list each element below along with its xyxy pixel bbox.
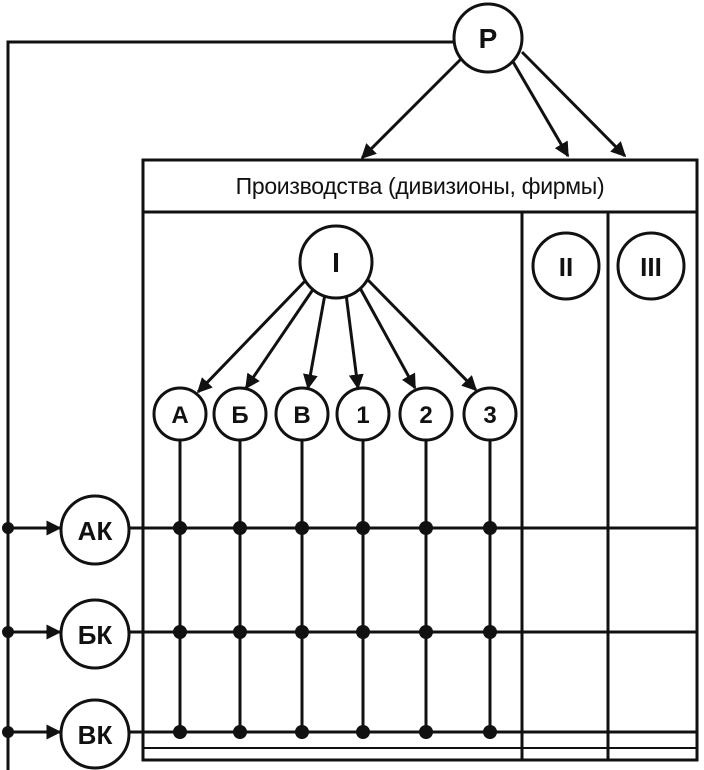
arrow-i-to-3 bbox=[366, 278, 478, 392]
node-vk-label: ВК bbox=[78, 720, 113, 750]
divisions-title: Производства (дивизионы, фирмы) bbox=[236, 173, 605, 199]
node-p-circle bbox=[452, 2, 524, 74]
coordinator-arrows bbox=[8, 520, 62, 740]
node-bk-label: БК bbox=[78, 620, 113, 650]
arrow-i-to-1 bbox=[344, 293, 364, 390]
dot-v-vk bbox=[295, 725, 309, 739]
dot-a-vk bbox=[173, 725, 187, 739]
dot-a-bk bbox=[173, 625, 187, 639]
node-bk-circle bbox=[59, 598, 131, 670]
dot-v-ak bbox=[295, 521, 309, 535]
dot-b-vk bbox=[233, 725, 247, 739]
dot-3-bk bbox=[483, 625, 497, 639]
node-b-circle bbox=[212, 386, 268, 442]
dot-b-bk bbox=[233, 625, 247, 639]
node-i-label: I bbox=[332, 247, 340, 278]
dot-3-ak bbox=[483, 521, 497, 535]
node-2-label: 2 bbox=[419, 402, 432, 429]
frame-outer bbox=[141, 158, 699, 762]
intersection-dots bbox=[173, 521, 497, 739]
nodes bbox=[59, 2, 686, 770]
dot-1-bk bbox=[356, 625, 370, 639]
product-lines bbox=[178, 440, 492, 732]
node-i-circle bbox=[298, 224, 374, 300]
dot-v-bk bbox=[295, 625, 309, 639]
node-p-label: Р bbox=[479, 23, 498, 54]
node-labels: Р I II III А Б В 1 2 3 АК БК ВК bbox=[78, 23, 662, 750]
node-2-circle bbox=[398, 386, 454, 442]
node-vk-circle bbox=[59, 698, 131, 770]
dot-1-ak bbox=[356, 521, 370, 535]
dot-1-vk bbox=[356, 725, 370, 739]
arrow-i-to-b bbox=[244, 287, 316, 390]
node-ak-circle bbox=[59, 494, 131, 566]
node-a-label: А bbox=[171, 402, 188, 429]
dot-2-bk bbox=[419, 625, 433, 639]
node-a-circle bbox=[152, 386, 208, 442]
arrow-p-to-frame-left bbox=[360, 56, 464, 160]
arrow-p-to-frame-mid bbox=[510, 59, 570, 158]
dot-2-vk bbox=[419, 725, 433, 739]
node-ak-label: АК bbox=[78, 516, 113, 546]
dot-3-vk bbox=[483, 725, 497, 739]
node-iii-label: III bbox=[640, 252, 662, 282]
node-1-label: 1 bbox=[356, 402, 369, 429]
node-iii-circle bbox=[616, 231, 686, 301]
division-arrows bbox=[196, 278, 478, 394]
node-v-circle bbox=[274, 386, 330, 442]
arrow-i-to-2 bbox=[358, 287, 417, 390]
divisions-frame bbox=[141, 158, 699, 762]
dot-2-ak bbox=[419, 521, 433, 535]
node-v-label: В bbox=[293, 402, 310, 429]
node-3-label: 3 bbox=[483, 402, 496, 429]
coordination-lines bbox=[120, 526, 697, 734]
arrow-i-to-v bbox=[303, 293, 327, 390]
node-3-circle bbox=[462, 386, 518, 442]
node-b-label: Б bbox=[231, 402, 248, 429]
node-1-circle bbox=[335, 386, 391, 442]
arrow-p-to-frame-right bbox=[520, 50, 627, 158]
node-ii-circle bbox=[531, 231, 601, 301]
node-ii-label: II bbox=[559, 252, 573, 282]
dot-a-ak bbox=[173, 521, 187, 535]
arrow-i-to-a bbox=[196, 278, 308, 394]
top-arrows bbox=[360, 50, 627, 160]
dot-b-ak bbox=[233, 521, 247, 535]
